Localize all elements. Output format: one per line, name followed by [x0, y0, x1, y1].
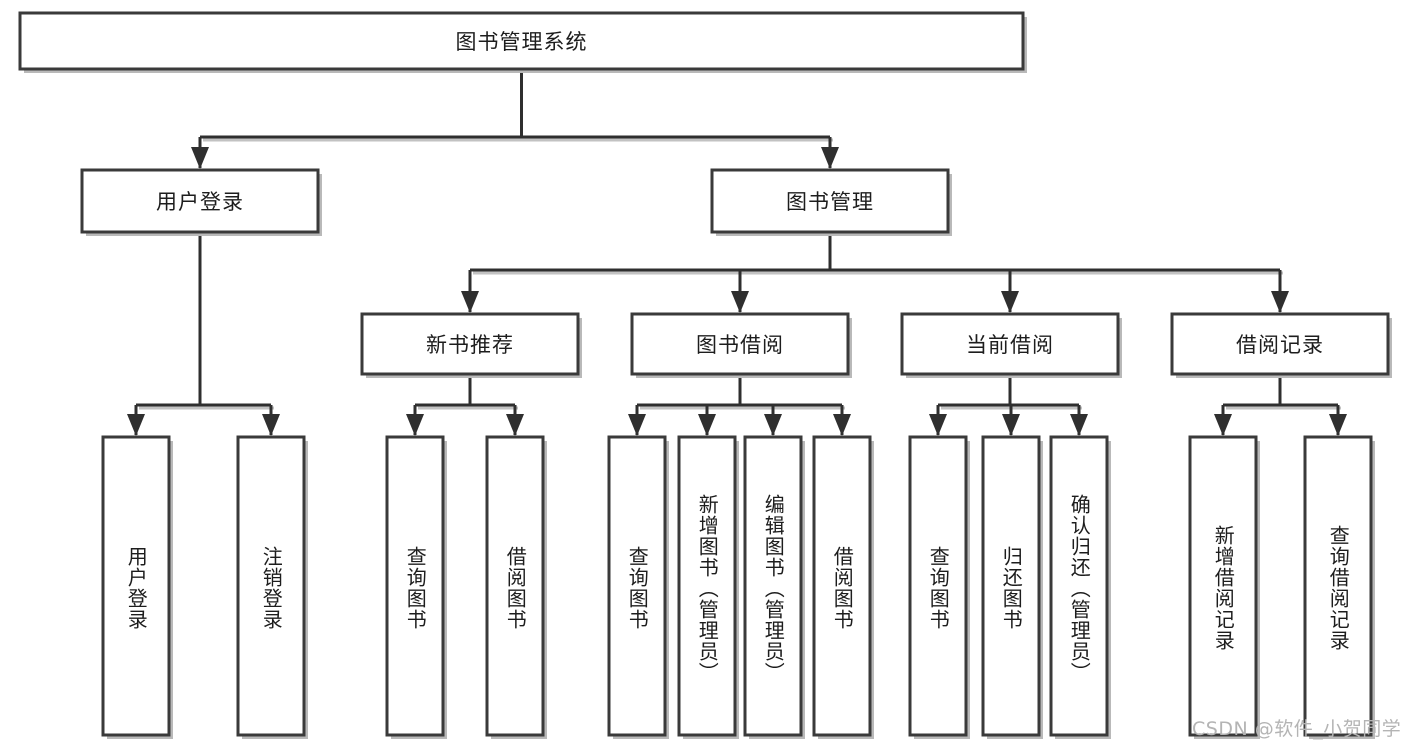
watermark-text: CSDN @软件_小贺同学 [1192, 718, 1402, 740]
arrow-head-icon [406, 414, 424, 436]
arrow-head-icon [698, 414, 716, 436]
node-box-l-add-book-admin[interactable] [677, 435, 737, 737]
node-box-n-book-manage[interactable] [710, 168, 950, 234]
node-box-n-user-login[interactable] [80, 168, 320, 234]
arrow-head-icon [191, 147, 209, 169]
node-box-l-return-book[interactable] [981, 435, 1041, 737]
arrow-head-icon [929, 414, 947, 436]
arrow-head-icon [461, 291, 479, 313]
arrow-head-icon [262, 414, 280, 436]
node-box-l-logout-login[interactable] [236, 435, 306, 737]
node-box-l-borrow-book-2[interactable] [812, 435, 872, 737]
node-box-l-query-borrow-record[interactable] [1303, 435, 1373, 737]
arrow-head-icon [506, 414, 524, 436]
arrow-head-icon [1001, 291, 1019, 313]
node-box-l-query-book-3[interactable] [908, 435, 968, 737]
node-box-l-user-login[interactable] [101, 435, 171, 737]
arrow-head-icon [1271, 291, 1289, 313]
node-box-l-query-book-2[interactable] [607, 435, 667, 737]
connectors-layer [127, 69, 1347, 436]
node-box-n-current-borrow[interactable] [900, 312, 1120, 376]
node-box-n-borrow-record[interactable] [1170, 312, 1390, 376]
boxes-layer [18, 11, 1392, 739]
arrow-head-icon [731, 291, 749, 313]
node-box-l-borrow-book-1[interactable] [485, 435, 545, 737]
arrow-head-icon [1002, 414, 1020, 436]
node-box-l-add-borrow-record[interactable] [1188, 435, 1258, 737]
node-box-n-book-borrow[interactable] [630, 312, 850, 376]
arrow-head-icon [833, 414, 851, 436]
node-box-l-query-book-1[interactable] [385, 435, 445, 737]
arrow-head-icon [1214, 414, 1232, 436]
node-box-n-new-book-rec[interactable] [360, 312, 580, 376]
arrow-head-icon [628, 414, 646, 436]
node-box-l-confirm-return-admin[interactable] [1049, 435, 1109, 737]
arrow-head-icon [1070, 414, 1088, 436]
node-box-root[interactable] [18, 11, 1025, 71]
arrow-head-icon [1329, 414, 1347, 436]
arrow-head-icon [764, 414, 782, 436]
arrow-head-icon [821, 147, 839, 169]
node-box-l-edit-book-admin[interactable] [743, 435, 803, 737]
arrow-head-icon [127, 414, 145, 436]
